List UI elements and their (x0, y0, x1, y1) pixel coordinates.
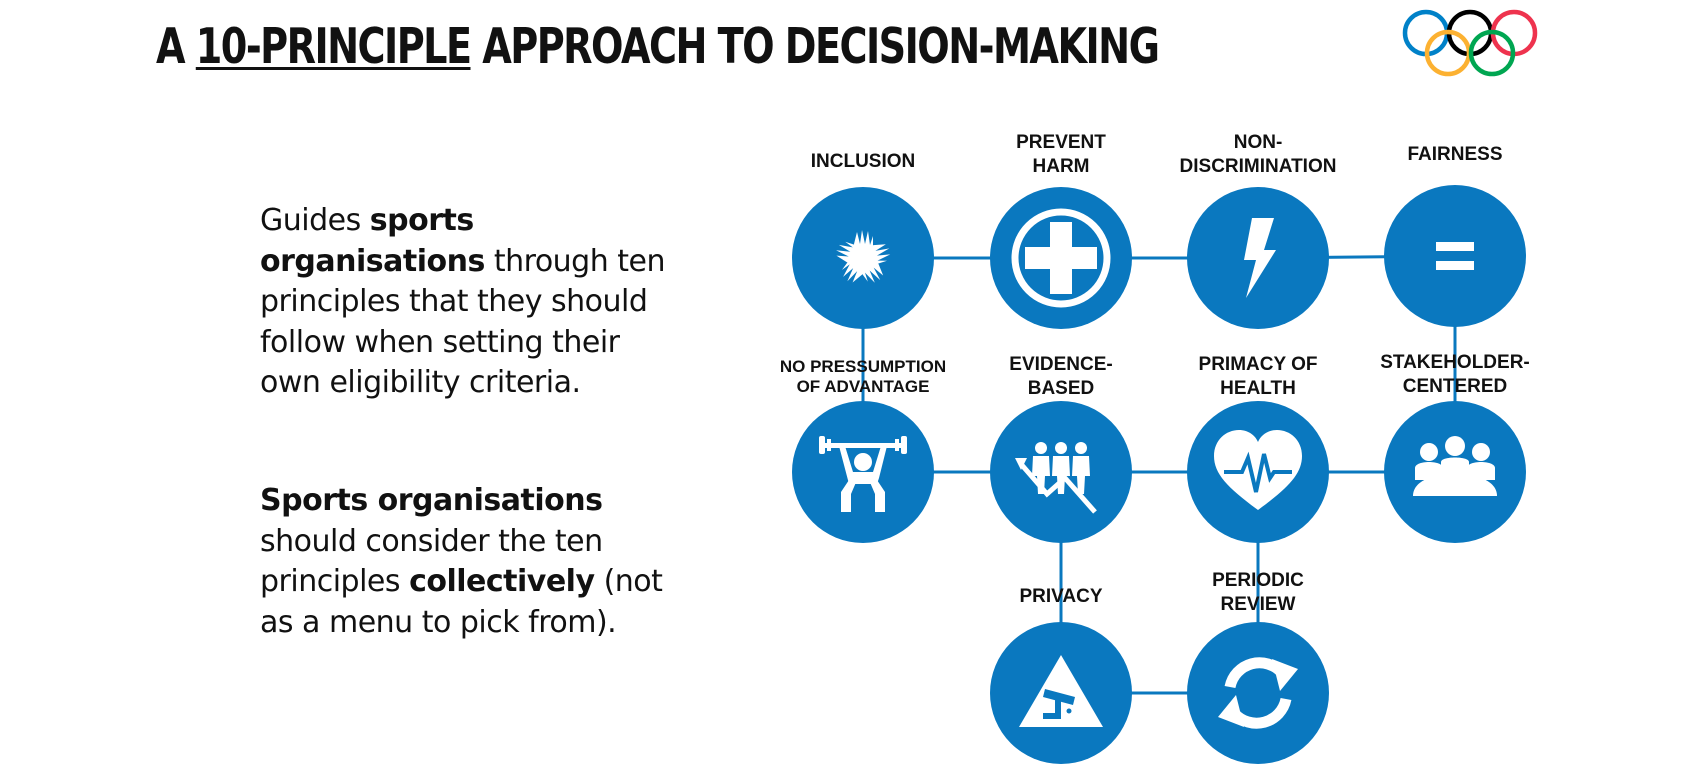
node-privacy (990, 622, 1132, 764)
label-no-presumption-of-advantage: NO PRESSUMPTION (780, 357, 946, 376)
paragraph-text: through ten principles that they should … (260, 243, 666, 401)
group-meeting-icon (1413, 436, 1497, 496)
label-prevent-harm: PREVENT (1016, 132, 1106, 153)
hands-circle-icon (836, 230, 891, 283)
page-title: A 10-PRINCIPLE APPROACH TO DECISION-MAKI… (156, 14, 1160, 80)
label-no-presumption-of-advantage: OF ADVANTAGE (797, 377, 930, 396)
label-periodic-review: PERIODIC (1212, 570, 1304, 591)
label-non-discrimination: NON- (1234, 132, 1283, 153)
intro-paragraph: Guides sports organisations through ten … (260, 201, 680, 404)
node-no-presumption-of-advantage (792, 401, 934, 543)
title-underlined: 10-PRINCIPLE (195, 18, 472, 75)
node-periodic-review (1187, 622, 1329, 764)
label-non-discrimination: DISCRIMINATION (1180, 156, 1337, 177)
node-prevent-harm (990, 187, 1132, 329)
label-prevent-harm: HARM (1033, 156, 1090, 177)
paragraph-text: Guides (260, 203, 370, 238)
node-circle (1384, 185, 1526, 327)
label-primacy-of-health: PRIMACY OF (1199, 354, 1318, 375)
node-non-discrimination (1187, 187, 1329, 329)
node-circle (1187, 622, 1329, 764)
label-evidence-based: BASED (1028, 378, 1095, 399)
refresh-cycle-icon (1218, 657, 1298, 729)
equals-sign-icon (1436, 242, 1474, 270)
olympic-rings-logo (1402, 9, 1538, 77)
guidance-paragraph: Sports organisations should consider the… (260, 481, 680, 643)
label-inclusion: INCLUSION (811, 151, 916, 172)
lightning-bolt-icon (1244, 218, 1276, 298)
node-evidence-based (990, 401, 1132, 543)
ring-green (1468, 29, 1516, 77)
emphasis-text: sports organisations (260, 203, 485, 279)
paragraph-text: should consider the ten principles (260, 523, 603, 600)
label-fairness: FAIRNESS (1407, 144, 1502, 165)
title-prefix: A (156, 18, 196, 75)
node-inclusion (792, 187, 934, 329)
weightlifter-icon (819, 436, 907, 512)
label-evidence-based: EVIDENCE- (1009, 354, 1112, 375)
camera-warning-icon (1019, 655, 1103, 727)
label-stakeholder-centered: STAKEHOLDER- (1380, 352, 1530, 373)
connector-lines (861, 254, 1457, 695)
medical-cross-icon (1011, 208, 1111, 308)
label-primacy-of-health: HEALTH (1220, 378, 1296, 399)
label-stakeholder-centered: CENTERED (1403, 376, 1508, 397)
heart-pulse-icon (1214, 430, 1302, 510)
emphasis-text: collectively (409, 564, 595, 599)
label-privacy: PRIVACY (1019, 586, 1102, 607)
title-suffix: APPROACH TO DECISION-MAKING (470, 18, 1160, 75)
node-primacy-of-health (1187, 401, 1329, 543)
label-periodic-review: REVIEW (1221, 594, 1296, 615)
emphasis-text: Sports organisations (260, 483, 603, 518)
people-trend-icon (1015, 442, 1097, 514)
paragraph-text: (not as a menu to pick from). (260, 564, 663, 640)
node-stakeholder-centered (1384, 401, 1526, 543)
node-fairness (1384, 185, 1526, 327)
